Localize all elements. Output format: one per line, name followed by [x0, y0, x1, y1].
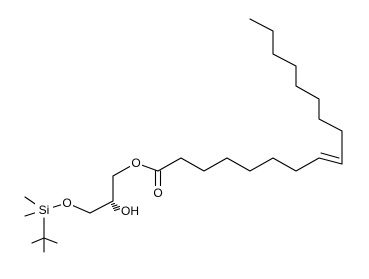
hydroxyl-group: OH [120, 204, 142, 218]
ether-oxygen-atom: O [61, 196, 73, 210]
bond-layer [24, 18, 343, 253]
bond-cis-double-inner [320, 152, 340, 159]
ether-oxygen-label: O [62, 196, 71, 210]
carbonyl-oxygen-atom: O [152, 186, 164, 200]
hydroxyl-label: OH [121, 204, 139, 218]
silicon-label: Si [39, 203, 50, 217]
bond-acyl-chain-upper [249, 18, 343, 165]
bond-acyl-chain-lower [157, 157, 343, 172]
ester-oxygen-atom: O [130, 156, 142, 170]
bond-tbu-methyl-left [31, 237, 45, 244]
silicon-atom: Si [35, 203, 53, 217]
bond-ch2-to-chiral-carbon [89, 200, 114, 214]
atom-label-layer: O O OH O Si [35, 156, 164, 218]
carbonyl-oxygen-label: O [153, 186, 162, 200]
ester-oxygen-label: O [131, 156, 140, 170]
bond-tbu-methyl-right [43, 237, 58, 244]
